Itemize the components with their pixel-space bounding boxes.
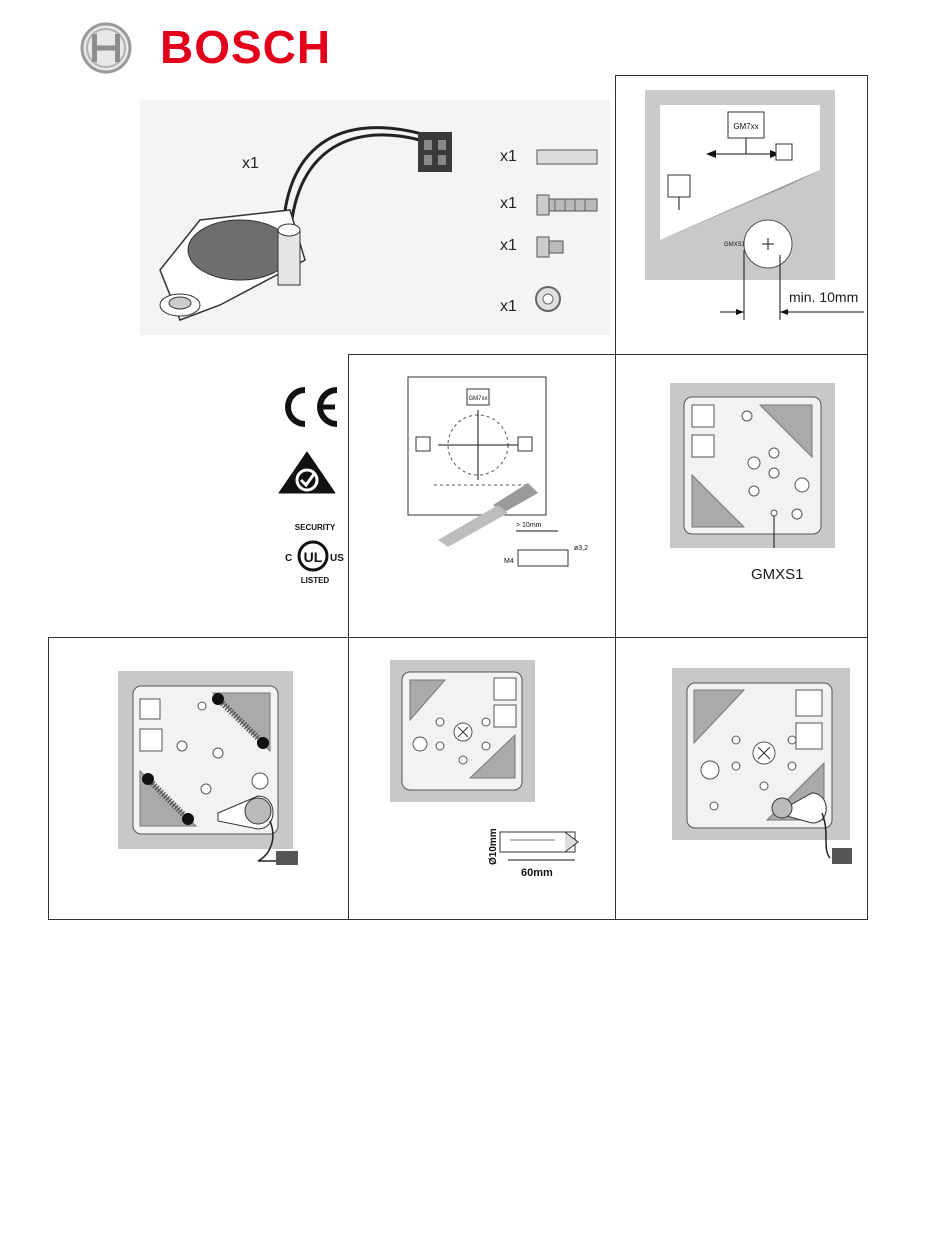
p1-sensor-label: GMXS1 — [724, 242, 746, 248]
panel-1-diagram: GM7xx GMXS1 — [640, 90, 865, 320]
bosch-logo-icon — [80, 22, 132, 74]
ul-bottom-text: LISTED — [301, 576, 330, 585]
part-qty-sleeve: x1 — [500, 148, 517, 166]
p2-thread-label: M4 — [504, 558, 514, 565]
panel-6-diagram — [672, 668, 857, 868]
part-qty-short-screw: x1 — [500, 237, 517, 255]
ul-left-text: C — [285, 553, 292, 564]
p1-dim-label: min. 10mm — [789, 289, 858, 305]
p5-dia-label: Ø10mm — [488, 828, 499, 865]
ul-top-text: SECURITY — [295, 523, 336, 532]
part-qty-washer: x1 — [500, 298, 517, 316]
p2-dia-label: ø3,2 — [574, 545, 588, 552]
kit-contents — [140, 100, 610, 335]
ul-listed-mark: SECURITY C UL US LISTED — [275, 521, 355, 587]
sensor-qty: x1 — [242, 155, 259, 173]
part-qty-long-screw: x1 — [500, 195, 517, 213]
ce-mark-icon — [277, 386, 341, 428]
panel-5-diagram: Ø10mm 60mm — [390, 660, 585, 880]
p5-depth-label: 60mm — [521, 867, 553, 879]
rcm-mark-icon — [277, 450, 337, 495]
panel-3-diagram — [670, 383, 835, 548]
p1-device-label: GM7xx — [733, 122, 758, 131]
p2-device-label: GM7xx — [468, 396, 487, 402]
p3-sensor-label: GMXS1 — [751, 566, 804, 583]
ul-mid-text: UL — [304, 549, 323, 565]
brand-name: BOSCH — [160, 24, 331, 70]
panel-4-diagram — [118, 671, 313, 871]
panel-2-diagram: GM7xx > 10mm M4 ø3,2 — [398, 365, 598, 583]
ul-right-text: US — [330, 553, 344, 564]
p2-dist-label: > 10mm — [516, 522, 542, 529]
